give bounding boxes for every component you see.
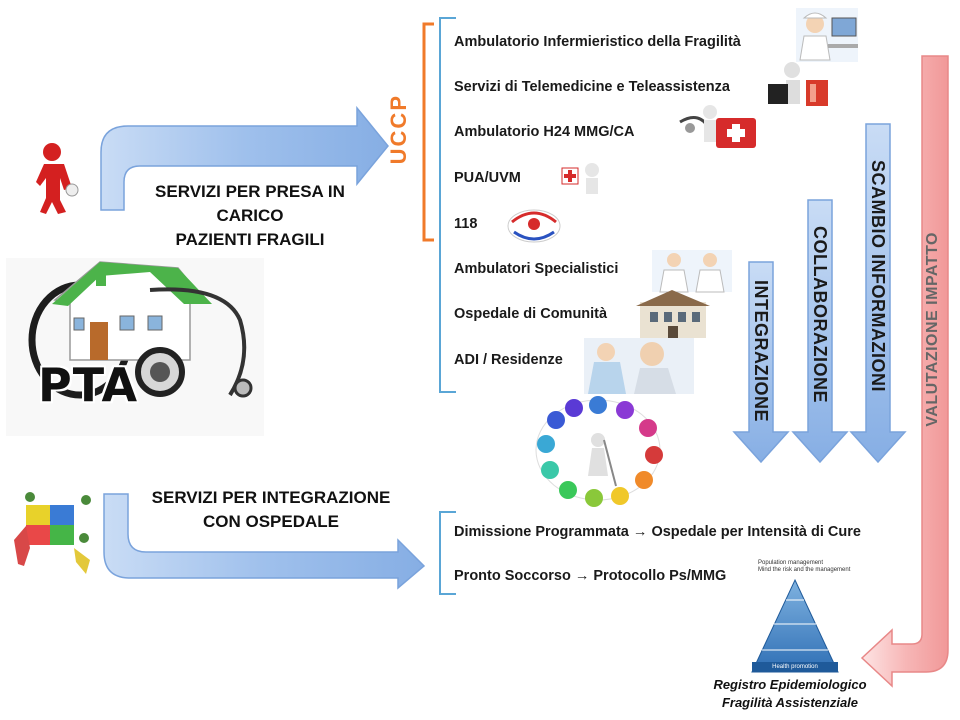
label-collaborazione: COLLABORAZIONE [810, 226, 830, 403]
dimissione-from: Dimissione Programmata [454, 524, 629, 540]
service-ambulatorio-h24: Ambulatorio H24 MMG/CA [454, 124, 635, 140]
hospital-service-dimissione: Dimissione Programmata → Ospedale per In… [454, 524, 861, 540]
uccp-label: UCCP [386, 94, 411, 165]
registry-line-1: Registro Epidemiologico [713, 677, 867, 692]
specialist-doctors-icon [652, 250, 732, 293]
heading-presa-line-2: CARICO [216, 206, 284, 225]
population-pyramid-icon [751, 578, 839, 673]
red-person-icon [36, 143, 79, 214]
nurse-computer-icon [796, 8, 858, 62]
heading-presa-line-3: PAZIENTI FRAGILI [175, 230, 325, 249]
registry-caption: Registro Epidemiologico Fragilità Assist… [690, 676, 890, 712]
heading-integrazione-line-1: SERVIZI PER INTEGRAZIONE [151, 488, 391, 507]
emergency-118-icon [507, 209, 561, 243]
registry-line-2: Fragilità Assistenziale [721, 695, 859, 710]
service-adi-residenze: ADI / Residenze [454, 352, 563, 368]
pta-label: PTA [38, 358, 139, 412]
service-118: 118 [454, 216, 478, 232]
heading-integrazione-ospedale: SERVIZI PER INTEGRAZIONE CON OSPEDALE [126, 486, 416, 534]
uccp-list-bracket [439, 17, 456, 393]
heading-presa-in-carico: SERVIZI PER PRESA IN CARICO PAZIENTI FRA… [130, 180, 370, 252]
arrow-integrazione-to-hospital [103, 493, 426, 590]
label-scambio-informazioni: SCAMBIO INFORMAZIONI [868, 160, 888, 392]
telemedicine-icon [768, 62, 828, 106]
arrow-presa-to-uccp [100, 105, 389, 211]
first-aid-kit-icon [679, 105, 756, 148]
arrow-right-icon: → [574, 568, 590, 584]
arrow-right-icon: → [632, 524, 648, 540]
puzzle-team-icon [14, 492, 91, 574]
service-ospedale-comunita: Ospedale di Comunità [454, 306, 608, 322]
arrow-valutazione-impatto [860, 55, 949, 688]
pronto-soccorso-to: Protocollo Ps/MMG [593, 568, 727, 584]
label-valutazione-impatto: VALUTAZIONE IMPATTO [924, 232, 941, 427]
heading-presa-line-1: SERVIZI PER PRESA IN [155, 182, 345, 201]
pyramid-title: Population management Mind the risk and … [758, 560, 850, 574]
arrow-scambio [849, 123, 907, 464]
arrow-integrazione [732, 261, 790, 464]
service-telemedicine: Servizi di Telemedicine e Teleassistenza [454, 79, 730, 95]
house-stethoscope-icon [6, 258, 264, 436]
community-hospital-icon [636, 290, 710, 338]
pyramid-title-text: Population management [758, 560, 824, 566]
pronto-soccorso-from: Pronto Soccorso [454, 568, 571, 584]
heading-integrazione-line-2: CON OSPEDALE [202, 512, 340, 531]
label-integrazione: INTEGRAZIONE [751, 280, 771, 423]
dimissione-to: Ospedale per Intensità di Cure [651, 524, 861, 540]
nurse-elderly-icon [584, 338, 694, 394]
pua-figure-icon [561, 163, 599, 194]
arrow-collaborazione [791, 199, 849, 464]
pyramid-base-label: Health promotion [772, 664, 818, 670]
service-ambulatorio-infermieristico: Ambulatorio Infermieristico della Fragil… [454, 34, 741, 50]
people-ring-icon [535, 396, 663, 507]
service-ambulatori-specialistici: Ambulatori Specialistici [454, 261, 619, 277]
uccp-orange-bracket [422, 22, 434, 242]
service-pua-uvm: PUA/UVM [454, 170, 521, 186]
hospital-list-bracket [439, 511, 456, 595]
hospital-service-pronto-soccorso: Pronto Soccorso → Protocollo Ps/MMG [454, 568, 726, 584]
pyramid-subtitle-text: Mind the risk and the management [758, 567, 851, 573]
